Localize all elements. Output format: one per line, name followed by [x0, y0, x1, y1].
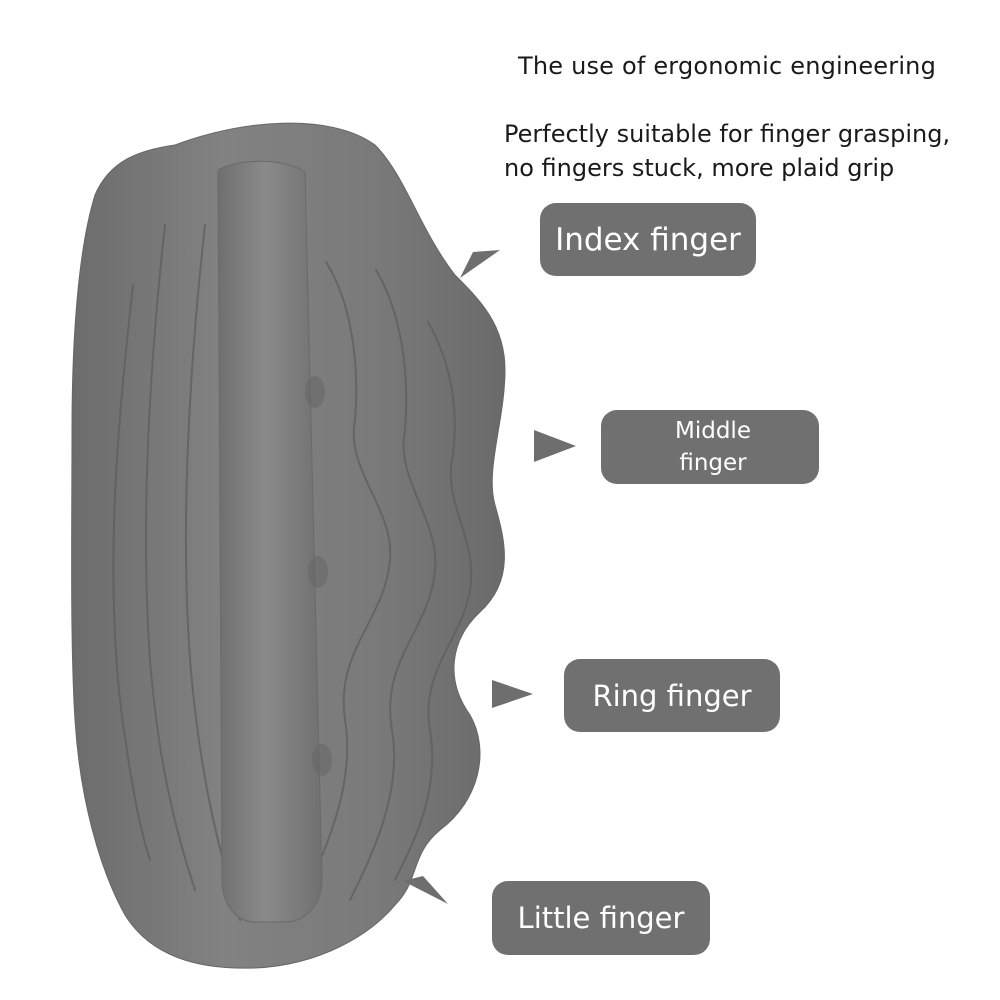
grip-grooves-left	[112, 224, 241, 921]
label-middle-finger-line-2: finger	[679, 450, 747, 476]
subtext-line-2: no fingers stuck, more plaid grip	[504, 154, 895, 182]
label-little-finger-text: Little finger	[517, 901, 685, 935]
label-index-finger: Index finger	[540, 203, 756, 276]
label-index-finger-text: Index finger	[555, 221, 741, 258]
subtext: Perfectly suitable for finger grasping, …	[504, 117, 950, 185]
pointer-little-icon	[403, 876, 448, 904]
pointer-middle-icon	[534, 430, 576, 462]
label-ring-finger-text: Ring finger	[592, 678, 752, 713]
label-middle-finger-line-1: Middle	[675, 418, 751, 444]
label-little-finger: Little finger	[492, 881, 710, 955]
grip-handle	[217, 160, 323, 923]
handle-finger-notches	[305, 376, 332, 776]
heading: The use of ergonomic engineering	[518, 52, 937, 80]
label-ring-finger: Ring finger	[564, 659, 780, 732]
label-middle-finger: Middle finger	[601, 410, 819, 484]
pointer-ring-icon	[492, 680, 533, 708]
grip-grooves-right	[304, 261, 473, 901]
subtext-line-1: Perfectly suitable for finger grasping,	[504, 120, 951, 148]
pointer-index-icon	[460, 250, 500, 278]
